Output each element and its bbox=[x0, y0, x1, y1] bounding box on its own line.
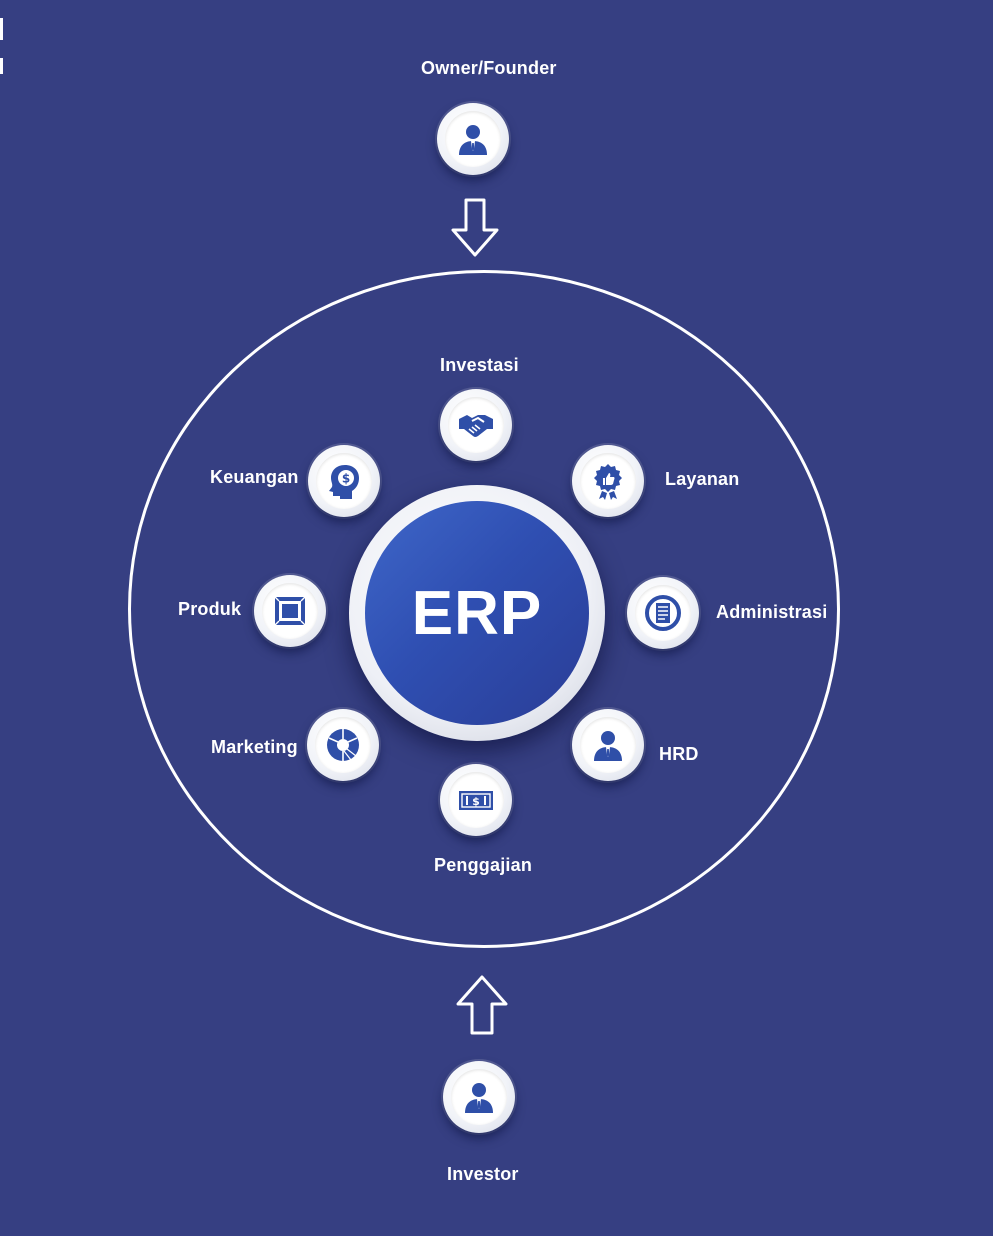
penggajian-node: $ bbox=[440, 764, 512, 836]
up-arrow-icon bbox=[456, 975, 508, 1035]
edge-mark bbox=[0, 58, 3, 74]
hrd-node bbox=[572, 709, 644, 781]
document-cycle-icon bbox=[645, 595, 681, 631]
handshake-icon bbox=[459, 415, 493, 437]
investasi-node bbox=[440, 389, 512, 461]
penggajian-label: Penggajian bbox=[434, 855, 533, 875]
pie-chart-icon bbox=[327, 729, 359, 761]
box-icon bbox=[274, 596, 306, 626]
hrd-label: HRD bbox=[659, 744, 699, 764]
keuangan-node: $ bbox=[308, 445, 380, 517]
produk-node bbox=[254, 575, 326, 647]
badge-thumbs-up-icon bbox=[594, 464, 622, 500]
cash-note-icon: $ bbox=[459, 791, 493, 810]
keuangan-label: Keuangan bbox=[210, 467, 299, 487]
investor-label: Investor bbox=[447, 1164, 519, 1184]
person-icon bbox=[459, 125, 487, 155]
produk-label: Produk bbox=[178, 599, 242, 619]
marketing-node bbox=[307, 709, 379, 781]
marketing-label: Marketing bbox=[211, 737, 298, 757]
edge-mark bbox=[0, 18, 3, 40]
svg-text:$: $ bbox=[342, 472, 350, 486]
investor-node bbox=[443, 1061, 515, 1133]
investasi-label: Investasi bbox=[440, 355, 519, 375]
layanan-node bbox=[572, 445, 644, 517]
erp-hub-core: ERP bbox=[365, 501, 589, 725]
erp-hub-label: ERP bbox=[411, 578, 543, 648]
down-arrow-icon bbox=[451, 198, 499, 257]
head-dollar-icon: $ bbox=[329, 465, 359, 499]
owner-founder-node bbox=[437, 103, 509, 175]
owner-founder-label: Owner/Founder bbox=[421, 58, 557, 78]
svg-text:$: $ bbox=[472, 795, 480, 808]
administrasi-node bbox=[627, 577, 699, 649]
administrasi-label: Administrasi bbox=[716, 602, 828, 622]
erp-hub: ERP bbox=[349, 485, 605, 741]
person-icon bbox=[465, 1083, 493, 1113]
erp-boundary-ring bbox=[128, 270, 840, 948]
layanan-label: Layanan bbox=[665, 469, 740, 489]
person-icon bbox=[594, 731, 622, 761]
